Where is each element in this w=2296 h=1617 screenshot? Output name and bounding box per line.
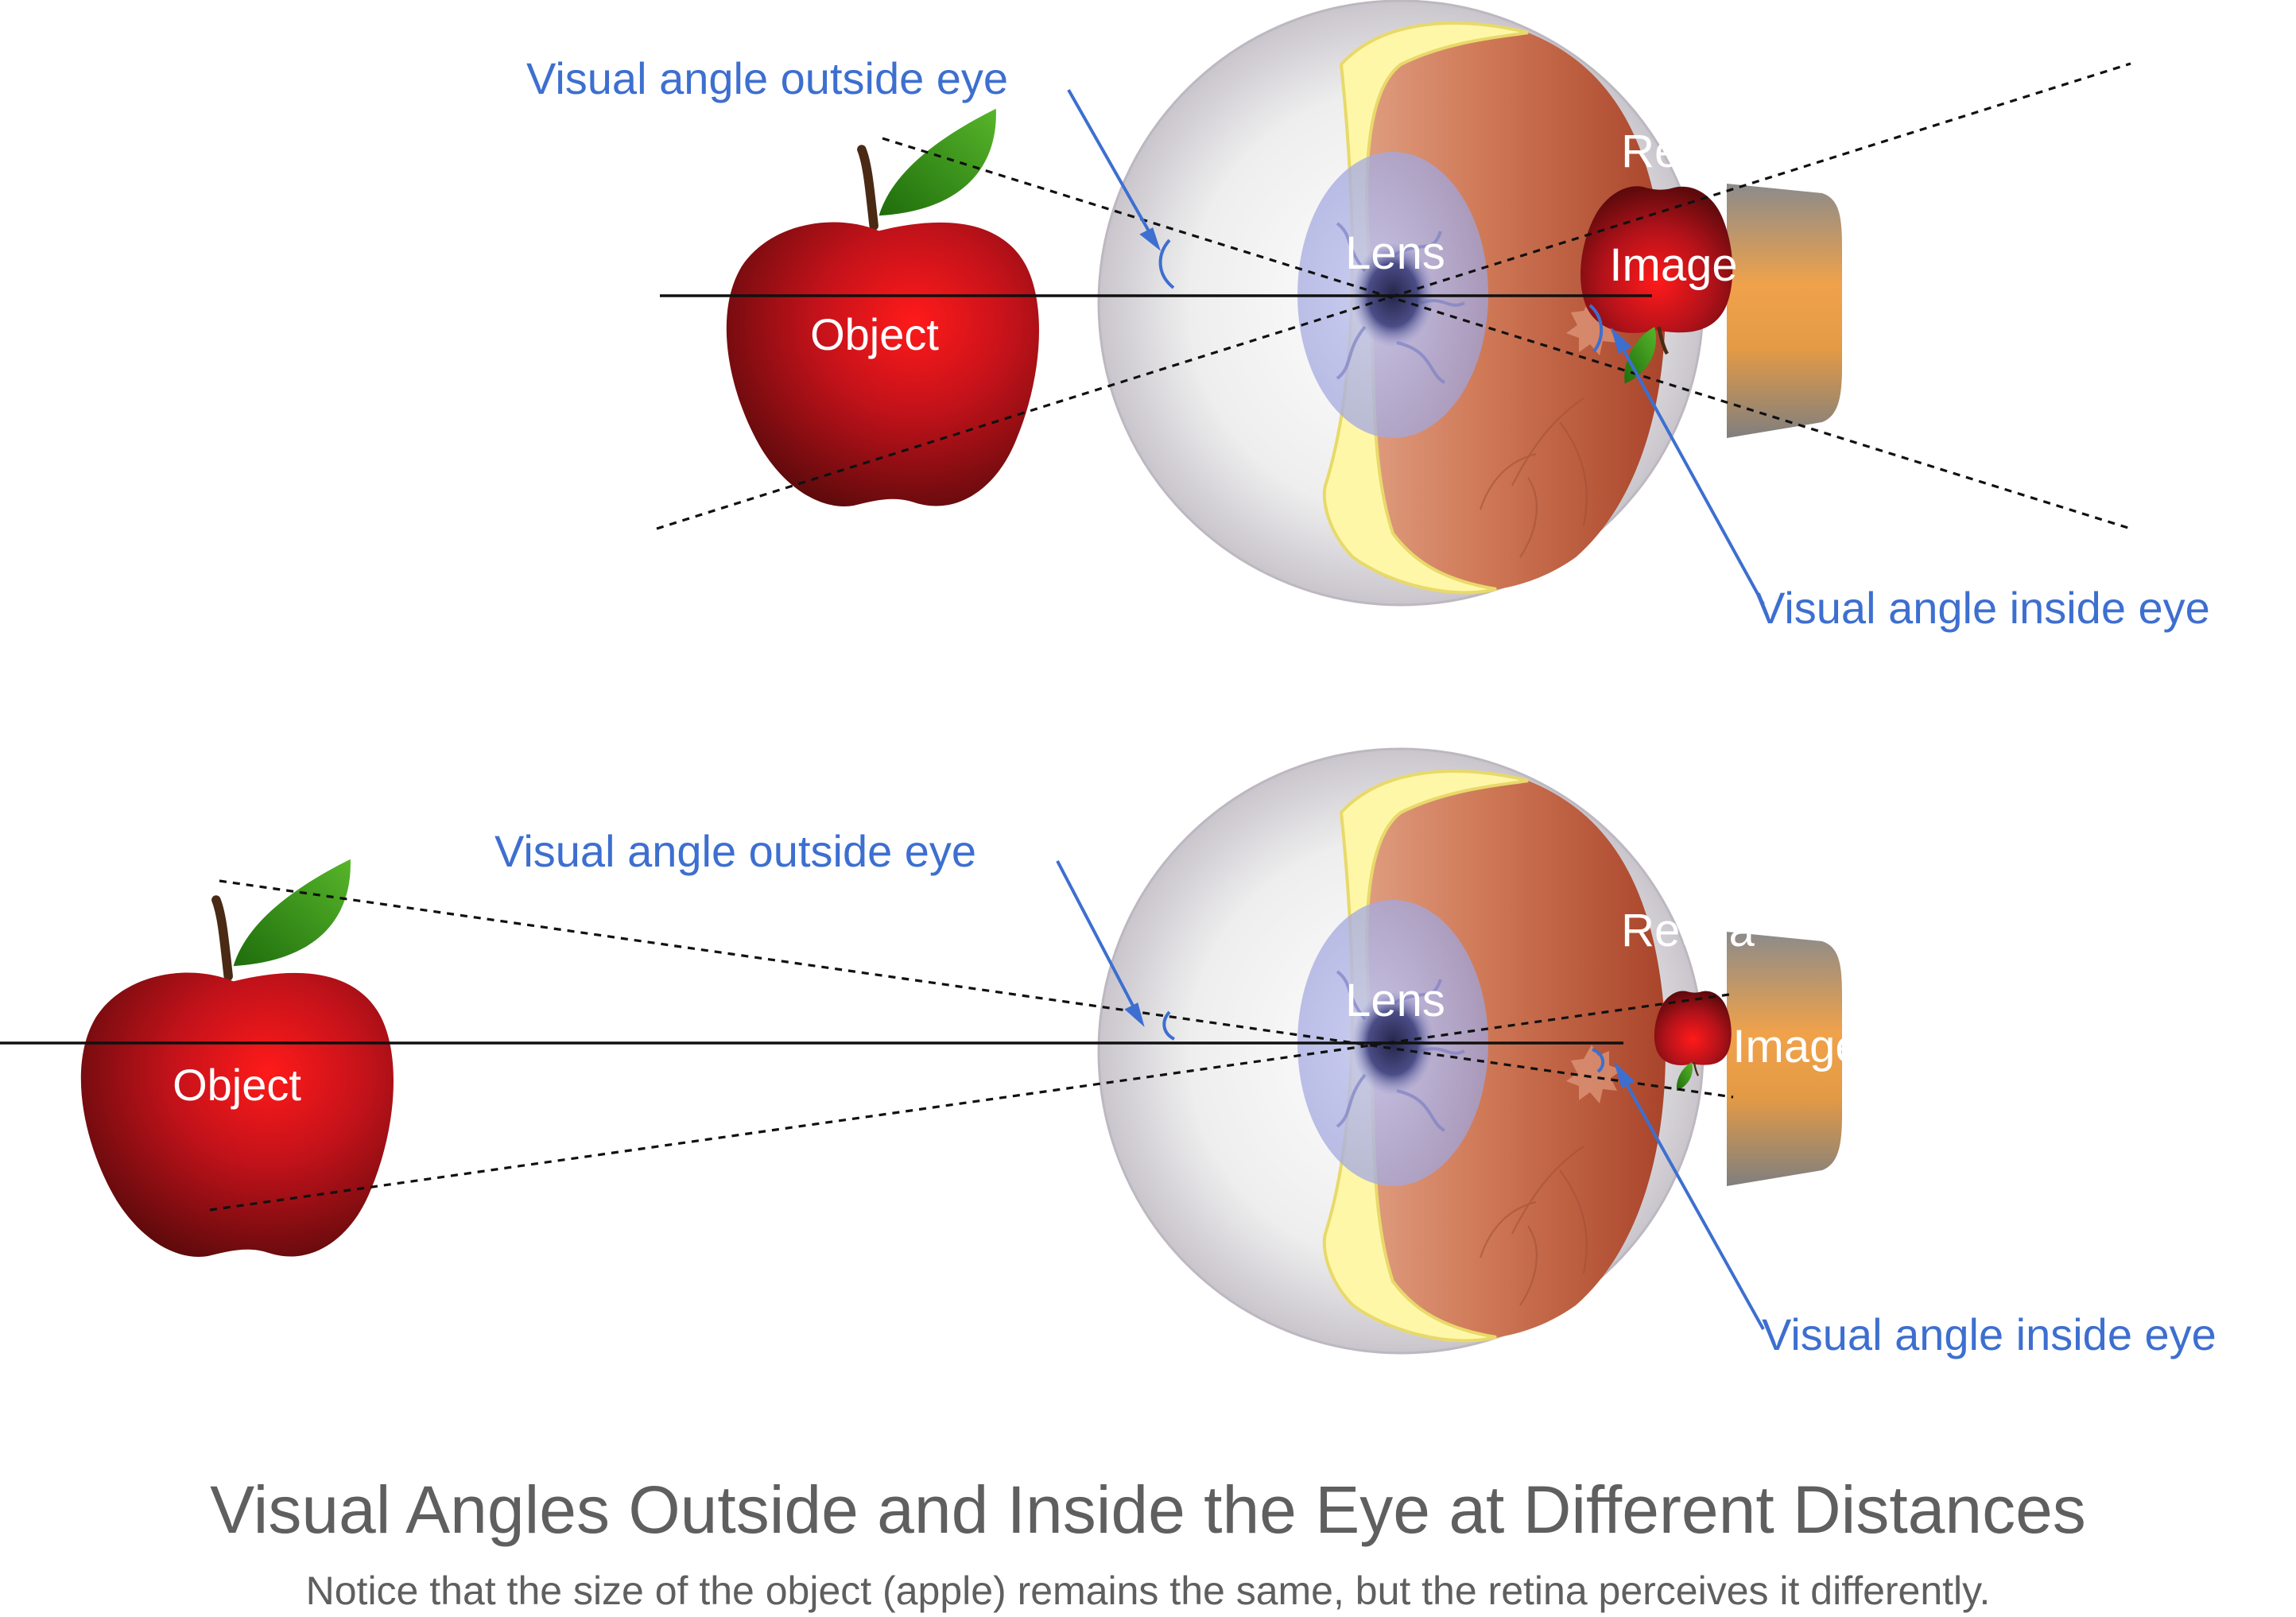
object-label: Object bbox=[810, 309, 939, 359]
lens-label: Lens bbox=[1345, 975, 1445, 1026]
lower-ray-line bbox=[656, 62, 2131, 530]
eyeball-icon bbox=[1097, 0, 1844, 607]
inside-angle-arc bbox=[1592, 1048, 1605, 1073]
outside-angle-label: Visual angle outside eye bbox=[526, 53, 1008, 103]
retina-label: Retina bbox=[1621, 126, 1755, 177]
outside-angle-arc bbox=[1158, 238, 1175, 289]
inside-angle-label: Visual angle inside eye bbox=[1762, 1309, 2216, 1359]
lens-label: Lens bbox=[1345, 227, 1445, 279]
outside-angle-label: Visual angle outside eye bbox=[494, 826, 976, 876]
apple-object-icon bbox=[727, 109, 1039, 506]
image-label: Image bbox=[1609, 239, 1737, 291]
inside-angle-arc bbox=[1588, 304, 1604, 353]
object-label: Object bbox=[173, 1060, 301, 1110]
upper-ray-line bbox=[219, 879, 1734, 1099]
panel-near: Object Lens Retina Image Visual angle ou… bbox=[526, 0, 2210, 633]
eyeball-icon bbox=[1097, 747, 1844, 1355]
panel-far: Object Lens Retina Image Visual angle ou… bbox=[0, 747, 2216, 1359]
outside-angle-arrow bbox=[1056, 860, 1145, 1027]
image-label: Image bbox=[1732, 1021, 1860, 1072]
figure-title: Visual Angles Outside and Inside the Eye… bbox=[210, 1472, 2086, 1547]
outside-angle-arc bbox=[1162, 1010, 1176, 1041]
upper-ray-line bbox=[882, 137, 2129, 529]
inside-angle-label: Visual angle inside eye bbox=[1755, 583, 2210, 633]
figure-subtitle: Notice that the size of the object (appl… bbox=[306, 1569, 1991, 1613]
apple-object-icon bbox=[81, 859, 394, 1257]
retina-label: Retina bbox=[1621, 905, 1755, 956]
inside-angle-arrow bbox=[1611, 327, 1765, 605]
outside-angle-arrow bbox=[1067, 89, 1162, 251]
inside-angle-arrow bbox=[1614, 1061, 1765, 1330]
